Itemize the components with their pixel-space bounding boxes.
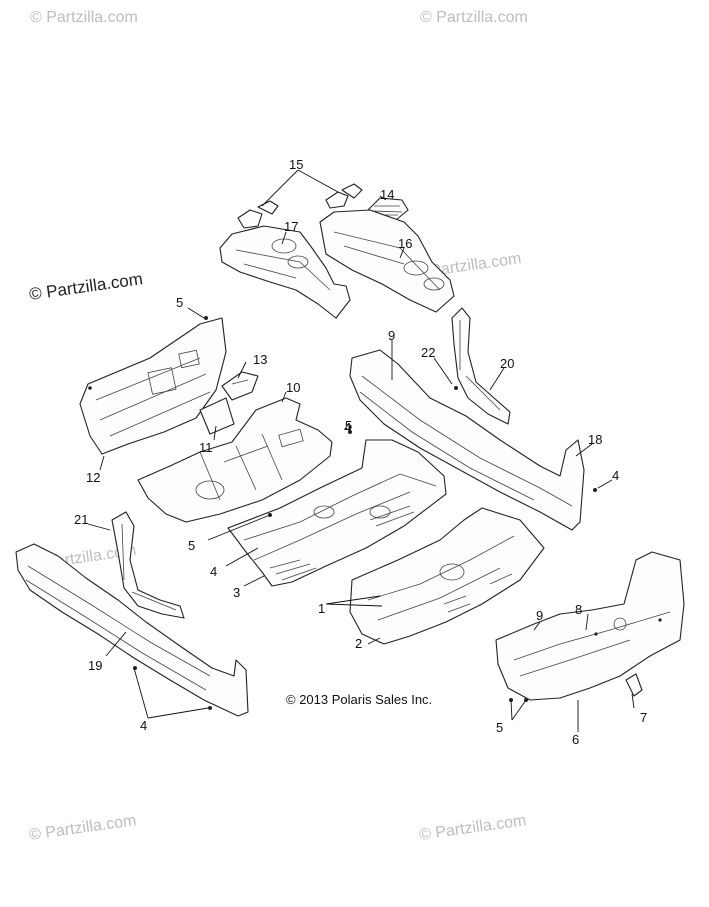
callout-8: 8	[575, 602, 582, 617]
callout-21: 21	[74, 512, 88, 527]
callout-13: 13	[253, 352, 267, 367]
callout-2: 2	[355, 636, 362, 651]
callout-12: 12	[86, 470, 100, 485]
part-16-console-right	[319, 209, 455, 313]
callout-16: 16	[398, 236, 412, 251]
watermark-left-main: © Partzilla.com	[28, 269, 144, 304]
callout-3: 3	[233, 585, 240, 600]
callout-5-panel: 5	[176, 295, 183, 310]
callout-19: 19	[88, 658, 102, 673]
callout-17: 17	[284, 219, 298, 234]
part-19-rocker-panel-left	[15, 543, 249, 717]
callout-4-floor: 4	[210, 564, 217, 579]
watermark-bottom-left: © Partzilla.com	[28, 812, 137, 844]
part-15-caps	[237, 183, 363, 229]
callout-4-right: 4	[612, 468, 619, 483]
part-21-pillar-left	[111, 511, 185, 619]
part-12-firewall-panel	[79, 316, 227, 455]
callout-15: 15	[289, 157, 303, 172]
callout-10: 10	[286, 380, 300, 395]
part-13-plate	[221, 371, 259, 401]
callout-4-top: 4	[344, 420, 351, 435]
callout-9-bottom: 9	[536, 608, 543, 623]
callout-20: 20	[500, 356, 514, 371]
callout-22: 22	[421, 345, 435, 360]
watermark-top-left: © Partzilla.com	[30, 9, 138, 26]
part-20-pillar-right	[451, 307, 511, 425]
watermark-top-right: © Partzilla.com	[420, 9, 528, 26]
callout-14: 14	[380, 187, 394, 202]
callout-labels: 1 2 3 4 4 4 4 5 5 5 5 5 6 7 8 9 9 10 11 …	[74, 157, 647, 747]
part-8-side-panel	[495, 551, 685, 701]
part-2-floor-lower	[349, 507, 545, 645]
callout-7: 7	[640, 710, 647, 725]
part-10-floor-pan-upper	[137, 397, 333, 523]
callout-6: 6	[572, 732, 579, 747]
callout-4-left: 4	[140, 718, 147, 733]
watermark-bottom-right: © Partzilla.com	[418, 812, 527, 844]
callout-5-floor-top: 5	[345, 418, 352, 433]
part-18-rocker-panel-right	[349, 349, 585, 531]
callout-9-top: 9	[388, 328, 395, 343]
part-3-floor-main	[227, 439, 447, 587]
part-11-plate	[199, 397, 235, 435]
callout-11: 11	[199, 440, 213, 455]
copyright-text: © 2013 Polaris Sales Inc.	[286, 692, 432, 707]
callout-18: 18	[588, 432, 602, 447]
callout-5-bottom-right: 5	[496, 720, 503, 735]
part-7-bracket	[625, 673, 643, 697]
callout-1: 1	[318, 601, 325, 616]
callout-5-floor-left: 5	[188, 538, 195, 553]
leader-lines	[87, 169, 635, 732]
part-17-console-left	[219, 225, 351, 319]
